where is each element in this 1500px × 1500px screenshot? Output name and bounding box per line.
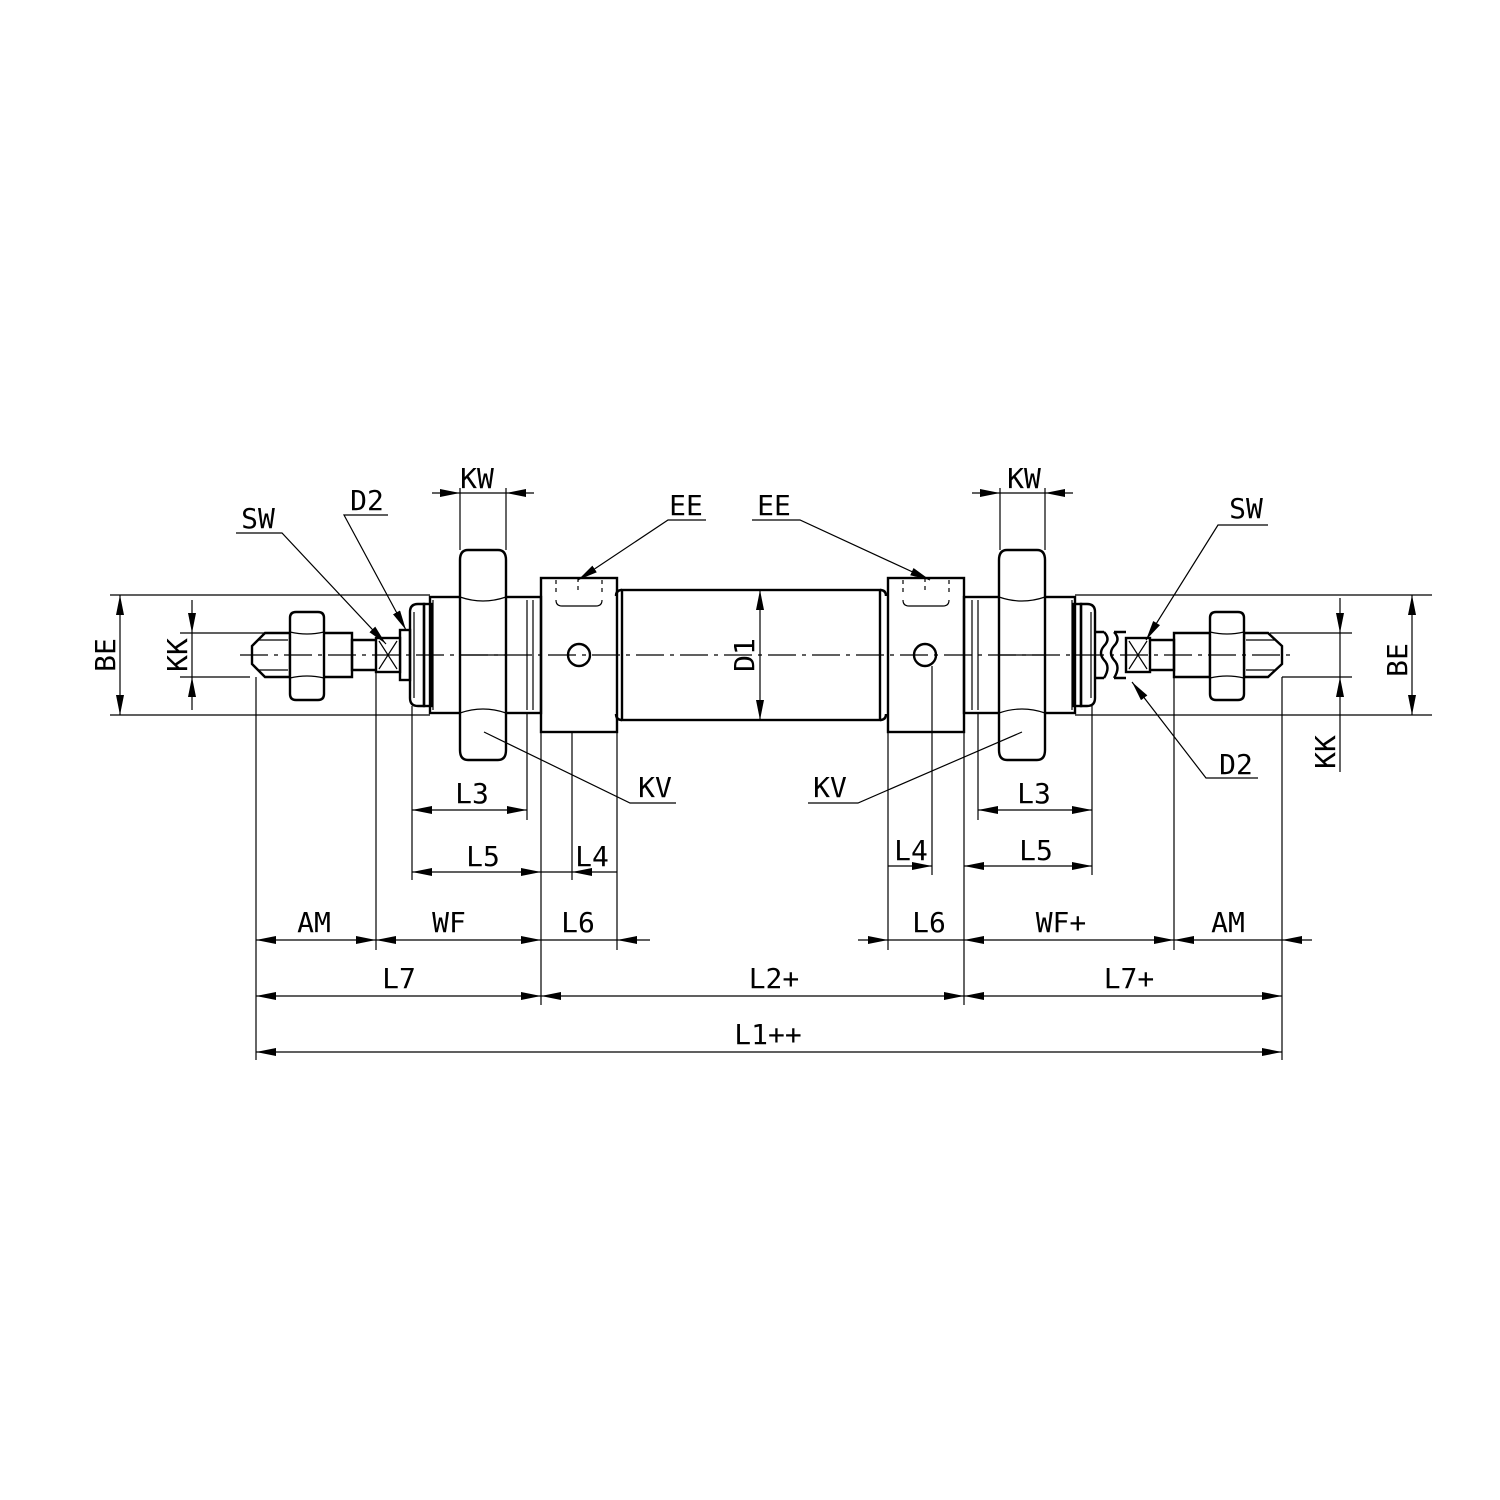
label-kk-left: KK (161, 638, 194, 672)
label-l2: L2+ (749, 962, 800, 995)
right-piston-rod (1095, 610, 1284, 702)
label-wf-right: WF+ (1036, 906, 1087, 939)
label-sw-right: SW (1229, 492, 1263, 525)
label-l4-left: L4 (575, 840, 609, 873)
leader-lines (236, 514, 1268, 804)
label-am-right: AM (1211, 906, 1245, 939)
label-kv-left: KV (638, 771, 672, 804)
label-ee-left: EE (669, 489, 703, 522)
label-sw-left: SW (241, 502, 275, 535)
label-l6-left: L6 (561, 906, 595, 939)
label-be-left: BE (89, 638, 122, 672)
label-l4-right: L4 (894, 834, 928, 867)
label-d1: D1 (728, 638, 761, 672)
label-l1: L1++ (734, 1018, 801, 1051)
rod-nut-left (288, 610, 326, 702)
dimension-lines (116, 489, 1416, 1056)
label-l3-right: L3 (1017, 777, 1051, 810)
label-kk-right: KK (1309, 735, 1342, 769)
rod-nut-right (1208, 610, 1246, 702)
label-kw-right: KW (1007, 462, 1041, 495)
label-l5-left: L5 (466, 840, 500, 873)
label-l3-left: L3 (455, 777, 489, 810)
label-l7-left: L7 (382, 962, 416, 995)
label-l7-right: L7+ (1104, 962, 1155, 995)
label-am-left: AM (297, 906, 331, 939)
label-ee-right: EE (757, 489, 791, 522)
label-kv-right: KV (813, 771, 847, 804)
right-mount (962, 548, 1097, 762)
label-d2-left: D2 (350, 484, 384, 517)
label-l6-right: L6 (912, 906, 946, 939)
left-piston-rod (250, 610, 412, 702)
labels: KW KW D2 SW EE EE SW D2 BE KK D1 BE KK K… (89, 462, 1414, 1051)
label-l5-right: L5 (1019, 834, 1053, 867)
label-be-right: BE (1381, 643, 1414, 677)
label-kw-left: KW (460, 462, 494, 495)
label-d2-right: D2 (1219, 748, 1253, 781)
label-wf-left: WF (432, 906, 466, 939)
